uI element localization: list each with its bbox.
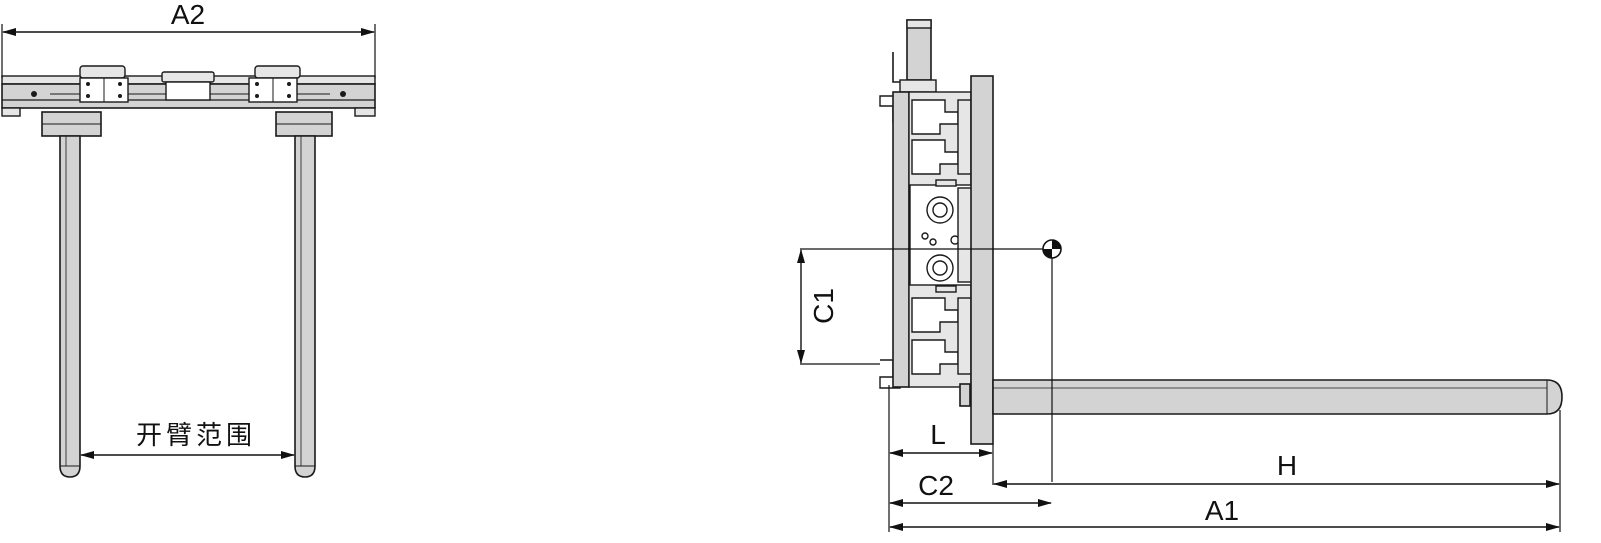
side-view: C1 L H C2 A1 [797, 19, 1563, 532]
left-fork-arm [59, 135, 81, 478]
fork-lock-tab [959, 383, 971, 407]
top-post-cap [906, 19, 932, 29]
cylinder-block [909, 179, 973, 293]
carriage-right-cap [354, 107, 376, 117]
front-view: A2 开臂范围 [1, 0, 376, 478]
center-block [165, 81, 211, 101]
label-a1: A1 [1205, 495, 1239, 526]
center-of-gravity-icon [1042, 239, 1062, 259]
carriage-left-cap [1, 107, 21, 117]
label-c2: C2 [918, 470, 954, 501]
right-clamp-top [254, 65, 301, 79]
label-arm-range: 开臂范围 [136, 421, 256, 451]
back-plate [970, 75, 994, 445]
lower-rail-profiles [911, 297, 972, 375]
post-base [899, 79, 937, 93]
label-l: L [930, 419, 946, 450]
horizontal-fork [992, 379, 1563, 415]
carriage-plate [892, 91, 910, 388]
center-block-top [161, 71, 215, 83]
top-post [906, 19, 932, 81]
hook-bracket [892, 52, 903, 83]
label-h: H [1277, 450, 1297, 481]
bolt-hole-icon [31, 91, 37, 97]
bolt-hole-icon [340, 91, 346, 97]
label-a2: A2 [171, 0, 205, 30]
right-fork-arm [294, 135, 316, 478]
label-c1: C1 [808, 288, 839, 324]
left-clamp-top [79, 65, 126, 79]
upper-rail-profiles [911, 99, 972, 175]
